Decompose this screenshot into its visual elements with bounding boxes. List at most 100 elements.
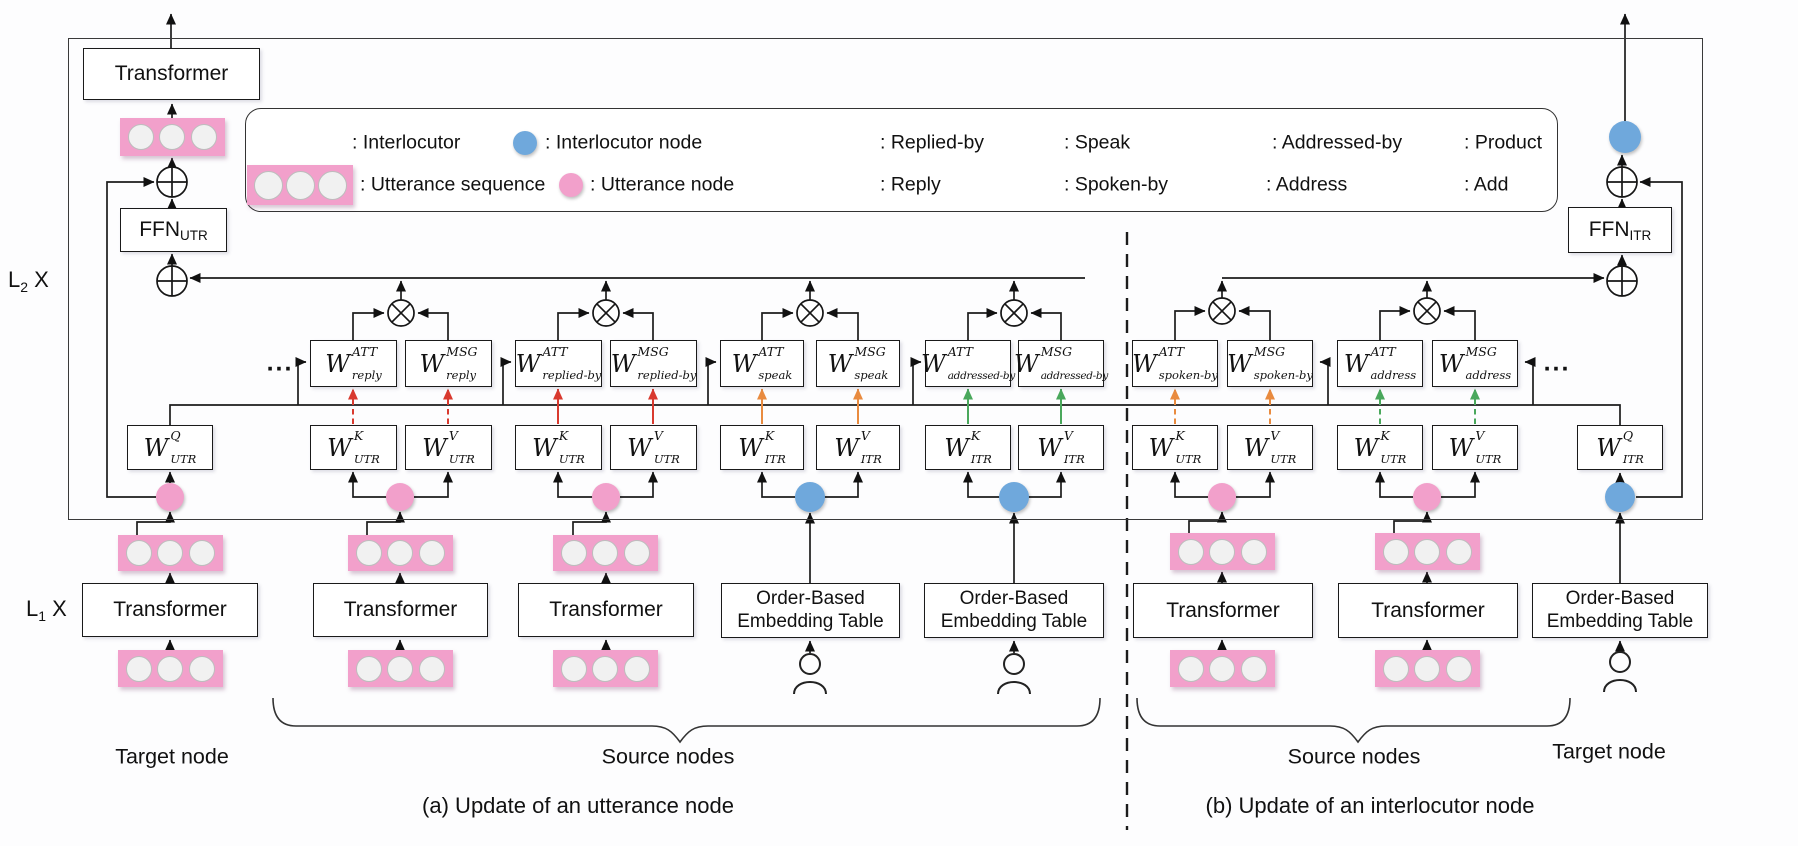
legend-utterance-node-label: : Utterance node	[590, 173, 735, 196]
sequence-token	[125, 540, 152, 566]
utterance-sequence	[118, 650, 223, 687]
sequence-token	[1446, 538, 1473, 565]
weight-sub: replied-by	[542, 368, 602, 382]
weight-base: W	[1448, 433, 1474, 462]
utterance-node	[156, 483, 184, 511]
transformer-box: Transformer	[83, 48, 260, 100]
transformer-box: Transformer	[518, 583, 694, 637]
weight-sup: K	[1175, 427, 1185, 443]
sequence-token	[1241, 655, 1268, 682]
utterance-sequence	[553, 535, 658, 571]
update-layer-box	[68, 38, 1703, 520]
product-icon	[796, 299, 824, 327]
transformer-box: Transformer	[1133, 583, 1313, 638]
weight-base: W	[944, 433, 969, 462]
weight-sub: ITR	[1063, 452, 1085, 466]
weight-sub: UTR	[1175, 452, 1202, 466]
legend-utterance-node-icon	[559, 173, 583, 197]
weight-sub: addressed-by	[1040, 370, 1109, 382]
weight-sup: K	[1380, 427, 1390, 443]
product-icon	[592, 299, 620, 327]
interlocutor-icon	[793, 653, 827, 695]
legend-add-label: : Add	[1464, 173, 1509, 196]
weight-base: W	[1353, 433, 1379, 462]
weight-base: W	[1148, 433, 1174, 462]
weight-base: W	[1243, 433, 1269, 462]
weight-sup: K	[558, 427, 569, 443]
flow-arrows	[106, 13, 1683, 653]
weight-sup: ATT	[542, 343, 568, 359]
weight-base: W	[1438, 349, 1464, 378]
sequence-token	[355, 540, 382, 566]
reply-arrows	[348, 388, 453, 424]
weight-sup: K	[764, 427, 775, 443]
sequence-token	[1177, 655, 1204, 682]
sequence-token	[419, 540, 446, 566]
interlocutor-node	[1605, 482, 1635, 512]
replied-by-arrows	[553, 388, 658, 424]
weight-sup: Q	[170, 427, 181, 443]
sequence-token	[159, 124, 186, 150]
weight-base: W	[827, 349, 853, 378]
sequence-token	[125, 655, 152, 682]
weight-sup: ATT	[1370, 343, 1396, 359]
interlocutor-node	[1609, 121, 1641, 153]
sequence-token	[1177, 538, 1204, 565]
weight-base: W	[610, 349, 636, 378]
transformer-box: Transformer	[313, 583, 488, 637]
caption-a: (a) Update of an utterance node	[422, 793, 734, 818]
transformer-box: Transformer	[82, 583, 258, 637]
legend-addressed-by-label: : Addressed-by	[1272, 131, 1403, 154]
add-icon	[1606, 166, 1638, 198]
weight-sup: V	[1475, 427, 1485, 443]
weight-sub: addressed-by	[947, 370, 1016, 382]
sequence-token	[191, 124, 218, 150]
interlocutor-node	[795, 482, 825, 512]
query-broadcast-lines	[169, 404, 1621, 425]
transformer-label: Transformer	[549, 598, 663, 621]
weight-sub: address	[1465, 368, 1512, 382]
sequence-token	[387, 540, 414, 566]
interlocutor-node	[999, 482, 1029, 512]
weight-base: W	[1227, 349, 1252, 378]
l1-base: L	[26, 595, 39, 621]
weight-base: W	[1343, 349, 1369, 378]
weight-sub: reply	[446, 368, 476, 382]
weight-sub: ITR	[764, 452, 786, 466]
weight-sub: speak	[758, 368, 793, 382]
transformer-label: Transformer	[343, 598, 458, 621]
weight-base: W	[738, 433, 763, 462]
sequence-token	[1414, 538, 1441, 565]
product-icon	[387, 299, 415, 327]
utterance-node	[386, 483, 414, 511]
source-nodes-brace-b	[1136, 697, 1571, 744]
legend-replied-by-label: : Replied-by	[880, 131, 985, 154]
source-nodes-label-a: Source nodes	[601, 744, 735, 769]
legend-reply-label: : Reply	[880, 173, 941, 196]
weight-base: W	[422, 433, 447, 462]
weight-sup: K	[970, 427, 981, 443]
utterance-node	[1208, 483, 1236, 511]
sequence-token	[1241, 538, 1268, 565]
weight-sup: MSG	[1253, 343, 1286, 359]
weight-sup: MSG	[1040, 343, 1073, 359]
sequence-token	[419, 655, 446, 682]
weight-sup: V	[653, 427, 663, 443]
weight-sub: address	[1370, 368, 1417, 382]
sequence-token	[317, 170, 347, 200]
weight-base: W	[327, 433, 352, 462]
sequence-token	[355, 655, 382, 682]
ffn-label: FFN	[139, 218, 181, 241]
l2-sub: 2	[20, 279, 29, 296]
